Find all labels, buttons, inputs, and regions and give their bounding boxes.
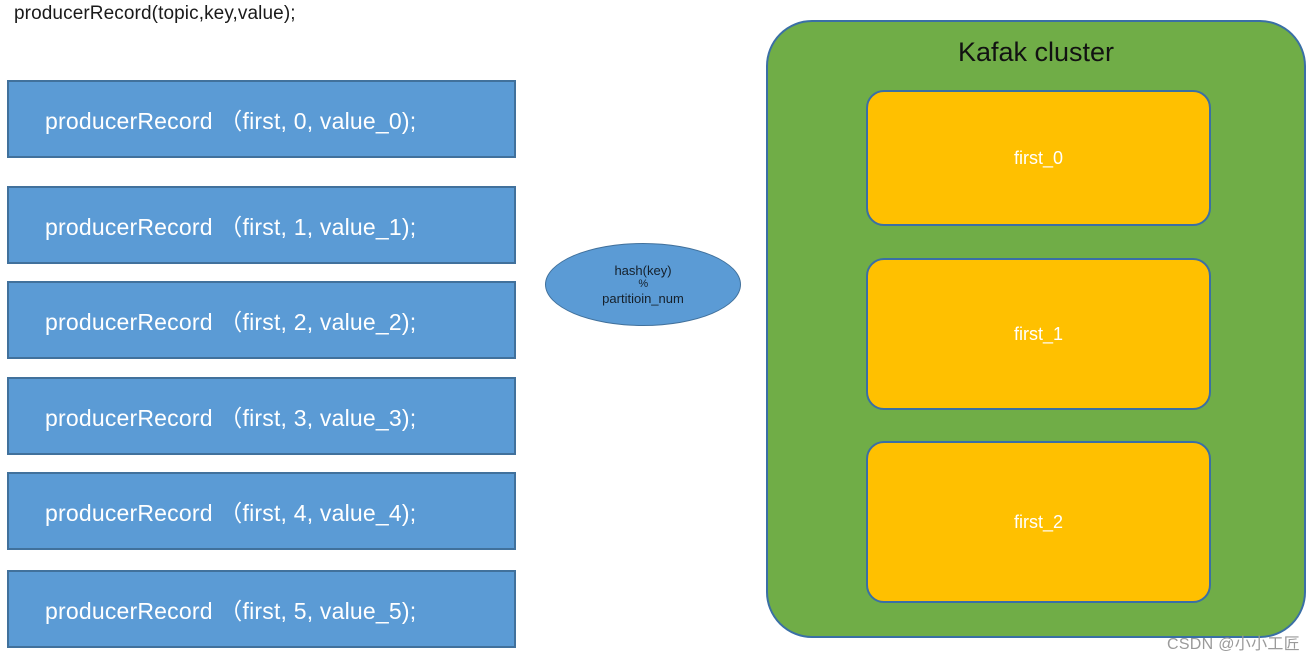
kafka-partition-label: first_0 [1013,147,1064,168]
producer-record-label: producerRecord （first, 0, value_0); [45,108,417,134]
producer-record-label: producerRecord （first, 1, value_1); [45,214,417,240]
partitioner-partition-num-label: partitioin_num [602,290,684,306]
kafka-cluster-container: Kafak cluster first_0 first_1 first_2 [766,20,1306,638]
producer-record-list: producerRecord （first, 0, value_0);produ… [0,0,540,661]
kafka-partition-label: first_1 [1013,323,1064,344]
producer-record-box[interactable]: producerRecord （first, 5, value_5); [7,570,516,648]
producer-record-label: producerRecord （first, 3, value_3); [45,405,417,431]
producer-record-label: producerRecord （first, 2, value_2); [45,309,417,335]
producer-record-box[interactable]: producerRecord （first, 4, value_4); [7,472,516,550]
partitioner-hash-label: hash(key) [614,262,672,278]
kafka-partition-box[interactable]: first_1 [866,258,1211,410]
kafka-partition-label: first_2 [1013,511,1064,532]
kafka-cluster-title: Kafak cluster [957,37,1115,67]
producer-record-box[interactable]: producerRecord （first, 1, value_1); [7,186,516,264]
producer-record-box[interactable]: producerRecord （first, 2, value_2); [7,281,516,359]
producer-record-box[interactable]: producerRecord （first, 3, value_3); [7,377,516,455]
watermark: CSDN @小小工匠 [1166,636,1300,653]
producer-record-box[interactable]: producerRecord （first, 0, value_0); [7,80,516,158]
kafka-partition-box[interactable]: first_0 [866,90,1211,226]
page-title: producerRecord(topic,key,value); [14,3,296,24]
partitioner-modulo-label: % [638,278,648,291]
producer-record-label: producerRecord （first, 4, value_4); [45,500,417,526]
producer-record-label: producerRecord （first, 5, value_5); [45,598,417,624]
partitioner-ellipse: hash(key) % partitioin_num [545,243,741,326]
kafka-partition-box[interactable]: first_2 [866,441,1211,603]
